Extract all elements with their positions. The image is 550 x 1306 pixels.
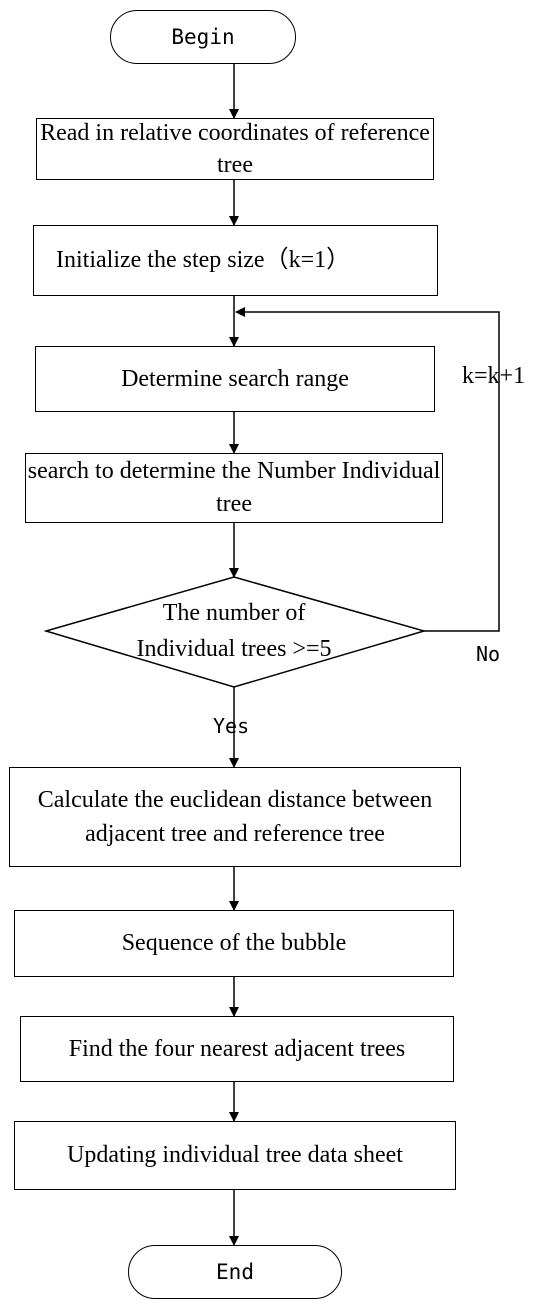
step-bubble-sort-label: Sequence of the bubble: [121, 930, 347, 956]
step-find-nearest: Find the four nearest adjacent trees: [20, 1016, 454, 1082]
step-update-sheet-label: Updating individual tree data sheet: [67, 1142, 403, 1168]
end-label: End: [216, 1260, 254, 1284]
step-calculate-distance: Calculate the euclidean distance between…: [9, 767, 461, 867]
decision-text: The number of Individual trees >=5: [96, 595, 372, 667]
step-determine-range: Determine search range: [35, 346, 435, 412]
step-bubble-sort: Sequence of the bubble: [14, 910, 454, 977]
step-find-nearest-label: Find the four nearest adjacent trees: [68, 1036, 406, 1062]
increment-label: k=k+1: [462, 363, 526, 389]
step-read-coordinates: Read in relative coordinates of referenc…: [36, 118, 434, 180]
no-label: No: [476, 642, 501, 666]
decision-text-line2: Individual trees >=5: [136, 636, 332, 662]
step-read-coordinates-label: Read in relative coordinates of referenc…: [40, 120, 430, 178]
decision-text-line1: The number of: [162, 600, 306, 626]
begin-label: Begin: [171, 25, 235, 49]
yes-label: Yes: [213, 714, 250, 738]
begin-terminal: Begin: [110, 10, 296, 64]
step-calculate-distance-label: Calculate the euclidean distance between…: [37, 787, 433, 847]
step-initialize-step-size: Initialize the step size（k=1）: [33, 225, 438, 296]
step-determine-range-label: Determine search range: [121, 365, 349, 392]
loop-back-line: [235, 307, 500, 632]
step-search-trees: search to determine the Number Individua…: [25, 453, 443, 523]
step-search-trees-label: search to determine the Number Individua…: [27, 458, 441, 517]
decision-diamond-shape: [43, 576, 427, 688]
step-initialize-label: Initialize the step size（k=1）: [56, 247, 351, 273]
step-update-sheet: Updating individual tree data sheet: [14, 1121, 456, 1190]
end-terminal: End: [128, 1245, 342, 1299]
